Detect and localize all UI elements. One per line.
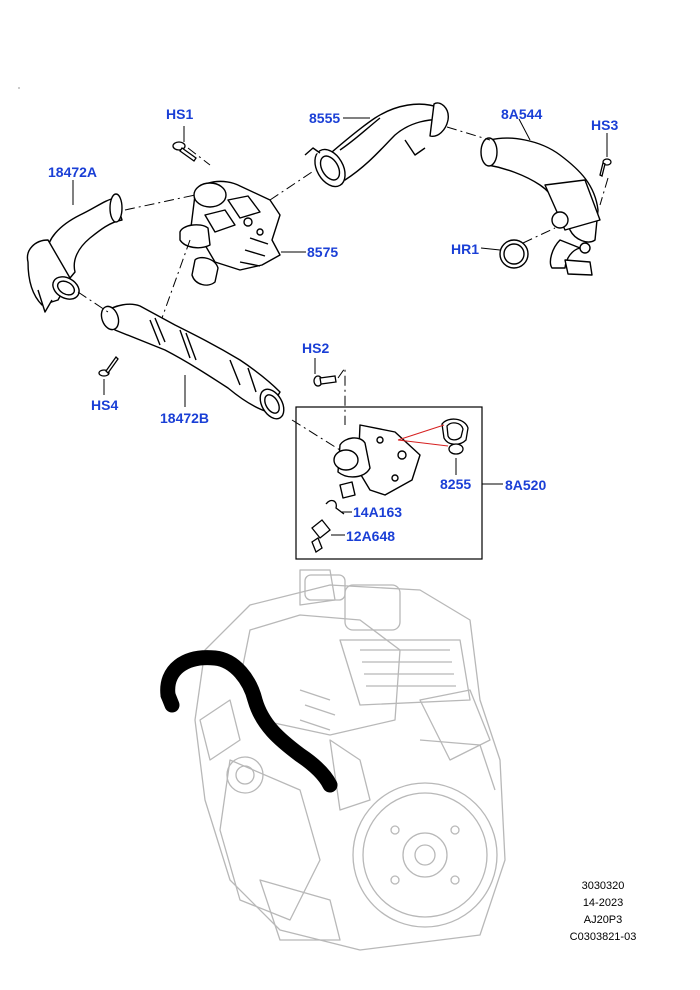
o-ring-hr1 xyxy=(499,239,529,269)
reference-line-4: C0303821-03 xyxy=(569,931,637,943)
callout-hs4[interactable]: HS4 xyxy=(91,397,119,413)
callout-12a648[interactable]: 12A648 xyxy=(346,528,396,544)
pipe-assembly-8a520 xyxy=(333,424,421,499)
seal-8255 xyxy=(441,418,469,455)
hose-8a544 xyxy=(480,137,601,276)
bolt-hs4 xyxy=(98,355,119,377)
bolt-hs2 xyxy=(313,375,337,387)
clip-14a163 xyxy=(325,499,345,515)
engine-ghost-illustration xyxy=(194,569,506,951)
bolt-hs1 xyxy=(172,141,197,162)
assembly-box-8a520 xyxy=(295,406,483,560)
reference-line-2: 14-2023 xyxy=(582,897,624,909)
corner-dot xyxy=(18,87,20,89)
callout-hs3[interactable]: HS3 xyxy=(591,117,619,133)
callout-hs1[interactable]: HS1 xyxy=(166,106,194,122)
reference-line-1: 3030320 xyxy=(581,880,625,892)
callout-8a544[interactable]: 8A544 xyxy=(501,106,543,122)
callout-8555[interactable]: 8555 xyxy=(309,110,341,126)
assembly-dash-lines xyxy=(77,126,609,451)
callout-14a163[interactable]: 14A163 xyxy=(353,504,403,520)
callout-8a520[interactable]: 8A520 xyxy=(505,477,547,493)
leader-lines xyxy=(72,117,608,536)
highlighted-hose-on-engine xyxy=(160,650,338,793)
callout-18472a[interactable]: 18472A xyxy=(48,164,98,180)
callout-hs2[interactable]: HS2 xyxy=(302,340,330,356)
hose-18472a xyxy=(26,193,123,313)
sensor-12a648 xyxy=(311,519,331,553)
bolt-hs3 xyxy=(599,158,612,177)
callout-8575[interactable]: 8575 xyxy=(307,244,339,260)
reference-line-3: AJ20P3 xyxy=(583,914,623,926)
callout-18472b[interactable]: 18472B xyxy=(160,410,210,426)
callout-hr1[interactable]: HR1 xyxy=(451,241,480,257)
hose-18472b xyxy=(100,303,285,420)
callout-8255[interactable]: 8255 xyxy=(440,476,472,492)
thermostat-housing-8575 xyxy=(179,180,281,286)
hose-8555 xyxy=(304,102,449,188)
red-leader-lines xyxy=(397,424,449,447)
